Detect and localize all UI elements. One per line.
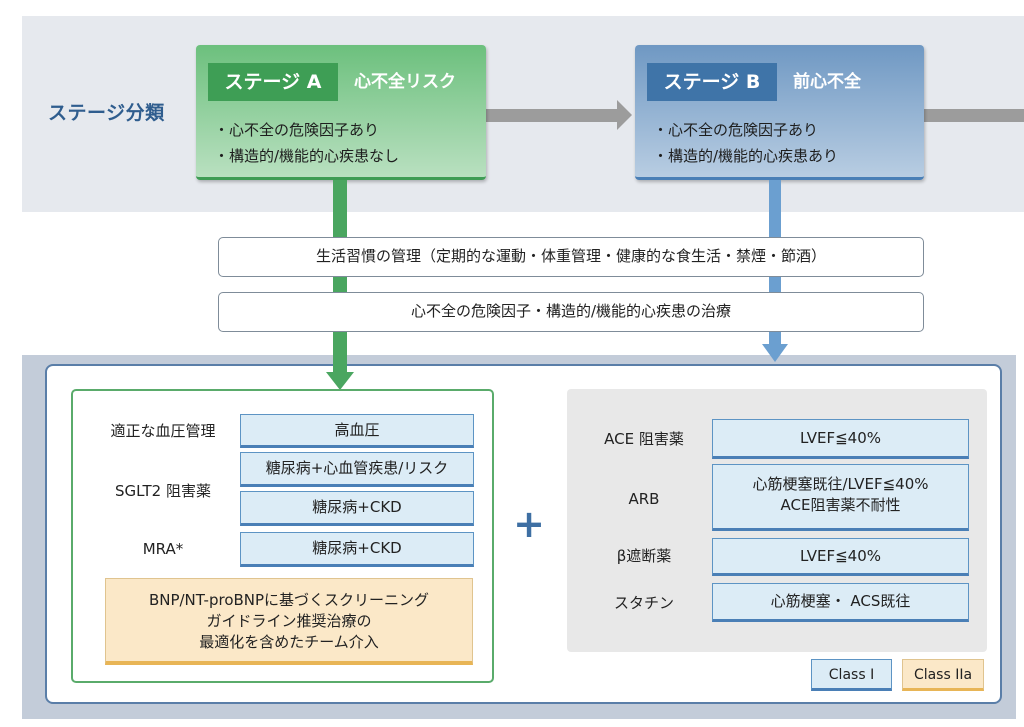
class1-condition-box: LVEF≦40% <box>712 538 969 576</box>
class1-condition-box: LVEF≦40% <box>712 419 969 459</box>
arb-condition-line: 心筋梗塞既往/LVEF≦40% <box>752 475 929 493</box>
stage-a-tag: ステージ A <box>208 63 338 101</box>
stage-a-subtitle: 心不全リスク <box>354 72 456 92</box>
lifestyle-management-box: 生活習慣の管理（定期的な運動・体重管理・健康的な食生活・禁煙・節酒） <box>218 237 924 277</box>
stage-b-bullets: ・心不全の危険因子あり ・構造的/機能的心疾患あり <box>653 117 838 169</box>
bnp-line: 最適化を含めたチーム介入 <box>199 633 379 651</box>
class1-condition-box: 心筋梗塞・ ACS既往 <box>712 583 969 622</box>
sglt2-label: SGLT2 阻害薬 <box>115 482 211 500</box>
arrow-a-to-b <box>486 109 621 122</box>
class1-condition-box: 心筋梗塞既往/LVEF≦40% ACE阻害薬不耐性 <box>712 464 969 531</box>
stage-b-box: ステージ B 前心不全 ・心不全の危険因子あり ・構造的/機能的心疾患あり <box>635 45 924 180</box>
beta-blocker-label: β遮断薬 <box>616 547 672 565</box>
stage-b-bullet: ・構造的/機能的心疾患あり <box>653 147 839 165</box>
arb-condition-line: ACE阻害薬不耐性 <box>780 496 901 514</box>
mra-label: MRA* <box>142 540 184 558</box>
stage-classification-label: ステージ分類 <box>48 102 165 124</box>
ace-inhibitor-label: ACE 阻害薬 <box>604 430 684 448</box>
arrow-down-icon <box>762 344 788 362</box>
bnp-line: BNP/NT-proBNPに基づくスクリーニング <box>148 591 430 609</box>
arrow-head-icon <box>617 100 632 130</box>
legend-class2a: Class IIa <box>902 659 984 691</box>
stage-a-box: ステージ A 心不全リスク ・心不全の危険因子あり ・構造的/機能的心疾患なし <box>196 45 486 180</box>
stage-b-subtitle: 前心不全 <box>793 72 861 92</box>
stage-b-bullet: ・心不全の危険因子あり <box>653 121 819 139</box>
risk-factor-treatment-box: 心不全の危険因子・構造的/機能的心疾患の治療 <box>218 292 924 332</box>
arb-label: ARB <box>628 490 660 508</box>
arrow-down-icon <box>326 372 354 390</box>
statin-label: スタチン <box>613 594 674 612</box>
class1-condition-box: 高血圧 <box>240 414 474 448</box>
class1-condition-box: 糖尿病+CKD <box>240 491 474 526</box>
class2a-bnp-box: BNP/NT-proBNPに基づくスクリーニング ガイドライン推奨治療の 最適化… <box>105 578 473 665</box>
plus-icon: + <box>513 502 545 546</box>
bp-management-label: 適正な血圧管理 <box>110 422 216 440</box>
legend-class1: Class I <box>811 659 892 691</box>
stage-a-bullet: ・構造的/機能的心疾患なし <box>214 147 400 165</box>
class1-condition-box: 糖尿病+CKD <box>240 532 474 567</box>
stage-a-bullets: ・心不全の危険因子あり ・構造的/機能的心疾患なし <box>214 117 399 169</box>
bnp-line: ガイドライン推奨治療の <box>206 612 372 630</box>
stage-b-tag: ステージ B <box>647 63 777 101</box>
class1-condition-box: 糖尿病+心血管疾患/リスク <box>240 452 474 487</box>
stage-a-down-arrow <box>333 180 347 375</box>
arrow-b-onward <box>924 109 1024 122</box>
stage-a-bullet: ・心不全の危険因子あり <box>214 121 380 139</box>
